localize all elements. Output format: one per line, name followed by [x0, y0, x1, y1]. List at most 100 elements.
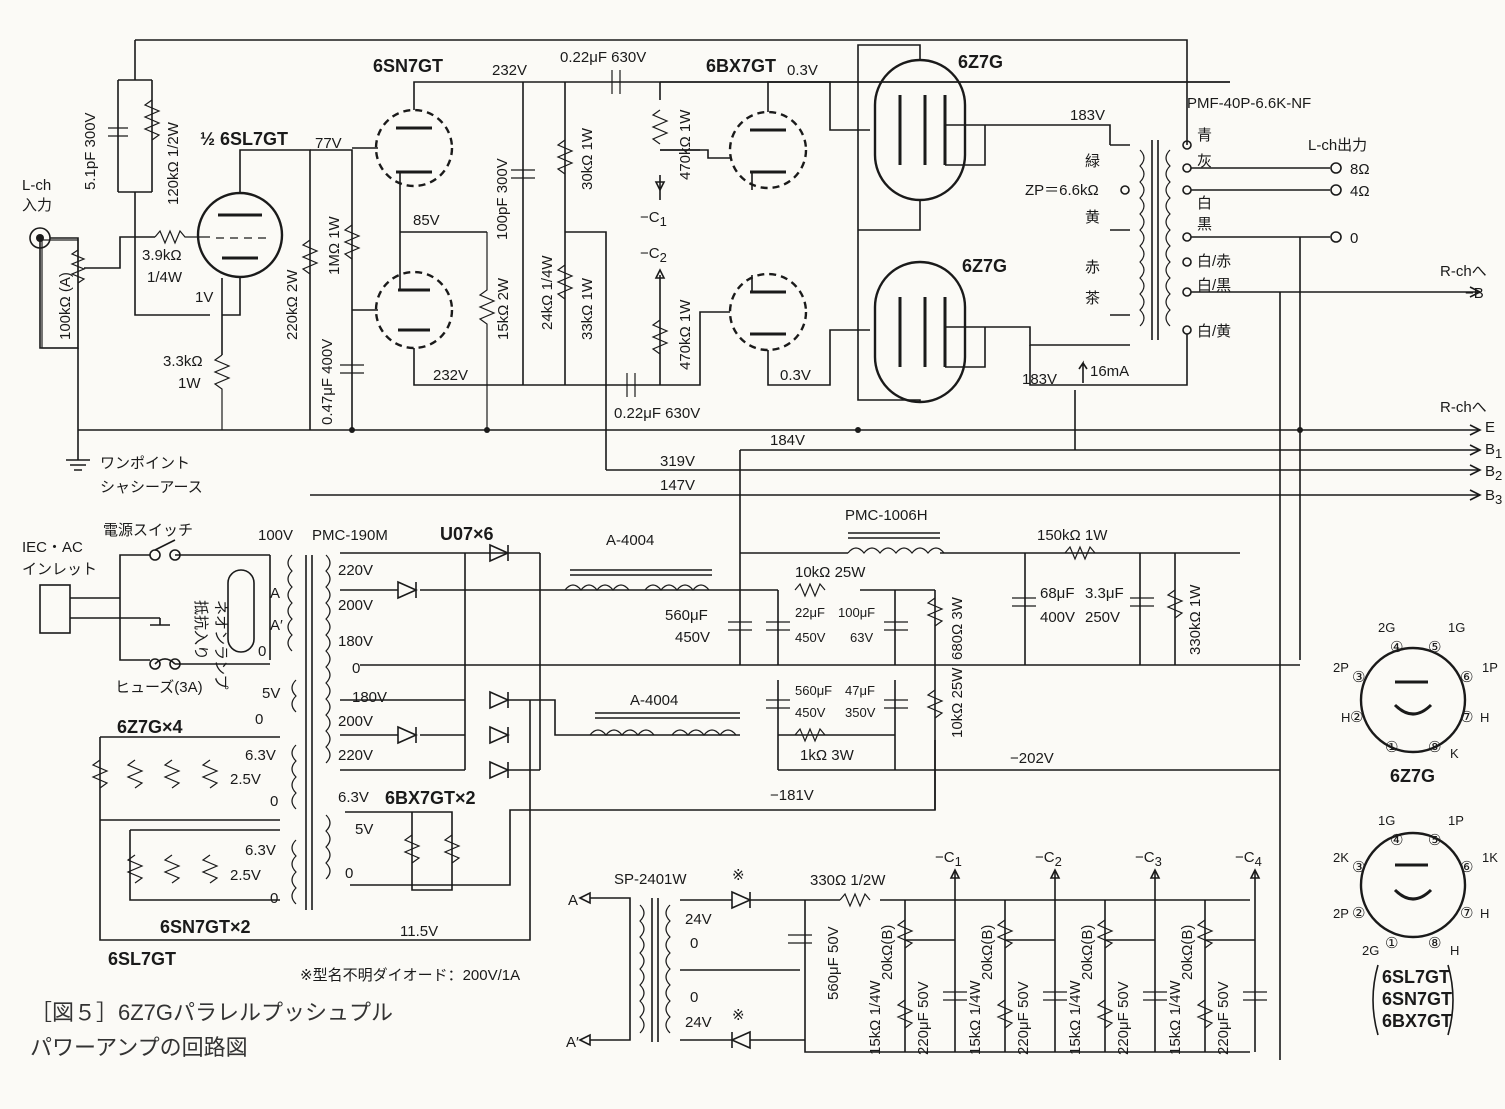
input-channel-label: L-ch: [22, 177, 51, 194]
z7-heater-label: 6Z7G×4: [117, 717, 183, 737]
sn7-heater-label: 6SN7GT×2: [160, 917, 251, 937]
hv-180-bot: 180V: [352, 689, 387, 706]
figure-caption-line-2: パワーアンプの回路図: [30, 1035, 248, 1060]
sl7-pinout-name-3: 6BX7GT: [1382, 1011, 1452, 1031]
cap-68: 68μF: [1040, 585, 1075, 602]
z7-label-2g: 2G: [1378, 620, 1395, 635]
z7-pin-2: ②: [1350, 709, 1363, 726]
res-1k3: 1kΩ 3W: [800, 747, 855, 764]
bx7-heater-label: 6BX7GT×2: [385, 788, 476, 808]
z7-pin-5: ⑤: [1428, 639, 1441, 656]
to-r-channel-1: R-chへ: [1440, 263, 1487, 280]
sl7-pinout-name-2: 6SN7GT: [1382, 989, 1452, 1009]
coupling-top-label: 0.22μF 630V: [560, 49, 646, 66]
sl7-label-h1: H: [1480, 906, 1489, 921]
bias-res-1: 15kΩ 1/4W: [867, 980, 884, 1055]
iec-label-1: IEC・AC: [22, 539, 83, 556]
res-10k25: 10kΩ 25W: [795, 564, 866, 581]
bias-c2-label: −C2: [640, 245, 667, 265]
sl7-pin-7: ⑦: [1460, 905, 1473, 922]
volume-label: 100kΩ (A): [57, 272, 74, 340]
bias-c1-label: −C1: [640, 209, 667, 229]
feedback-resistor-label: 120kΩ 1/2W: [165, 121, 182, 205]
sl7-label-2k: 2K: [1333, 850, 1349, 865]
feedback-cap-label: 5.1pF 300V: [82, 112, 99, 190]
prim-label-2: 赤: [1085, 259, 1100, 276]
prim-label-1: 黄: [1085, 209, 1100, 226]
cap-68-v: 400V: [1040, 609, 1075, 626]
bias-output-3: −C3 20kΩ(B) 15kΩ 1/4W 220μF 50V: [1067, 849, 1167, 1055]
bias-out-label-1: −C1: [935, 849, 962, 869]
input-stage: L-ch 入力 100kΩ (A) 3.9kΩ 1/4W ワンポイント シャシー…: [22, 177, 210, 496]
cap-560a: 560μF: [665, 607, 708, 624]
hv-220-bot: 220V: [338, 747, 373, 764]
figure-caption-line-1: ［図５］6Z7Gパラレルプッシュプル: [30, 1000, 393, 1025]
bias-res-4: 15kΩ 1/4W: [1167, 980, 1184, 1055]
cap-560b: 560μF: [795, 683, 832, 698]
bias-res-3: 15kΩ 1/4W: [1067, 980, 1084, 1055]
choke-2-label: A-4004: [630, 692, 678, 709]
feedback-network: 5.1pF 300V 120kΩ 1/2W: [82, 39, 1188, 316]
hv-180-top: 180V: [338, 633, 373, 650]
prim-label-0: 緑: [1085, 153, 1100, 170]
sl7-label-1g: 1G: [1378, 813, 1395, 828]
cathode-resistor-label: 3.3kΩ: [163, 353, 203, 370]
bias-cap-4: 220μF 50V: [1215, 981, 1232, 1055]
grid-resistor-watt: 1/4W: [147, 269, 183, 286]
rail-b3: B3: [1485, 487, 1502, 507]
rail-voltage-147: 147V: [660, 477, 695, 494]
cap-560a-v: 450V: [675, 629, 710, 646]
ground-note-1: ワンポイント: [100, 455, 190, 472]
bias-note-mark-2: ※: [732, 1007, 745, 1024]
neon-label-1: 抵抗入り: [192, 600, 209, 660]
bias-cap-3: 220μF 50V: [1115, 981, 1132, 1055]
z7-pin-1: ①: [1385, 739, 1398, 756]
z7-label-1g: 1G: [1448, 620, 1465, 635]
z7-label-h1: H: [1341, 710, 1350, 725]
z7-pin-3: ③: [1352, 669, 1365, 686]
heater-b-0: 0: [270, 890, 278, 907]
power-supply: IEC・AC インレット 電源スイッチ ヒューズ(3A) 抵抗入り ネオンランプ…: [22, 450, 1300, 969]
cap-47-v: 350V: [845, 705, 876, 720]
heater-voltage-label: 11.5V: [400, 923, 438, 940]
ptx-label: PMC-190M: [312, 527, 388, 544]
rail-voltage-184: 184V: [770, 432, 805, 449]
bias-supply: SP-2401W A A′ 24V 0 0 24V ※ ※ 330Ω 1/2W …: [300, 867, 1250, 1053]
neon-lamp: [227, 569, 255, 653]
sn7-cathode-voltage: 85V: [413, 212, 440, 229]
tube-6bx7-label: 6BX7GT: [706, 56, 776, 76]
driver-plate-resistor: 220kΩ 2W: [284, 269, 301, 340]
driver-grid-resistor: 1MΩ 1W: [326, 215, 343, 275]
sec-label-4: 白/赤: [1197, 253, 1231, 270]
ptx-prim-0: 0: [258, 643, 266, 660]
sec-label-5: 白/黒: [1197, 277, 1231, 294]
sl7-pin-3: ③: [1352, 859, 1365, 876]
heater-b-25: 2.5V: [230, 867, 261, 884]
tube-6z7g-top-label: 6Z7G: [958, 52, 1003, 72]
sn7-plate-bottom-voltage: 232V: [433, 367, 468, 384]
power-switch-label: 電源スイッチ: [103, 522, 193, 539]
tube-6z7g-bottom-label: 6Z7G: [962, 256, 1007, 276]
z7-pin-8: ⑧: [1428, 739, 1441, 756]
bx7-bottom-voltage: 0.3V: [780, 367, 811, 384]
bias-out-label-4: −C4: [1235, 849, 1262, 869]
sec-label-3: 黒: [1197, 216, 1212, 233]
pinout-6sl7: ① ② ③ ④ ⑤ ⑥ ⑦ ⑧ 1G 1P 2K 1K 2P H 2G H 6S…: [1333, 813, 1498, 1036]
bias-tx-label: SP-2401W: [614, 871, 687, 888]
heater-b-63: 6.3V: [245, 842, 276, 859]
hv-200-top: 200V: [338, 597, 373, 614]
iec-inlet[interactable]: [39, 584, 71, 634]
cap-47: 47μF: [845, 683, 875, 698]
fuse-label: ヒューズ(3A): [115, 679, 203, 696]
bias-output-1: −C1 20kΩ(B) 15kΩ 1/4W 220μF 50V: [867, 849, 967, 1055]
cap-100: 100μF: [838, 605, 875, 620]
grid-top-label: 470kΩ 1W: [677, 109, 694, 180]
bias-cap-2: 220μF 50V: [1015, 981, 1032, 1055]
res-10k25b: 10kΩ 25W: [949, 667, 966, 738]
coupling-bottom-label: 0.22μF 630V: [614, 405, 700, 422]
heater-c-5: 5V: [355, 821, 373, 838]
sn7-cathode-resistor: 15kΩ 2W: [495, 277, 512, 340]
z7-pin-6: ⑥: [1460, 669, 1473, 686]
sl7-pin-8: ⑧: [1428, 935, 1441, 952]
bias-tap-0-top: 0: [690, 935, 698, 952]
